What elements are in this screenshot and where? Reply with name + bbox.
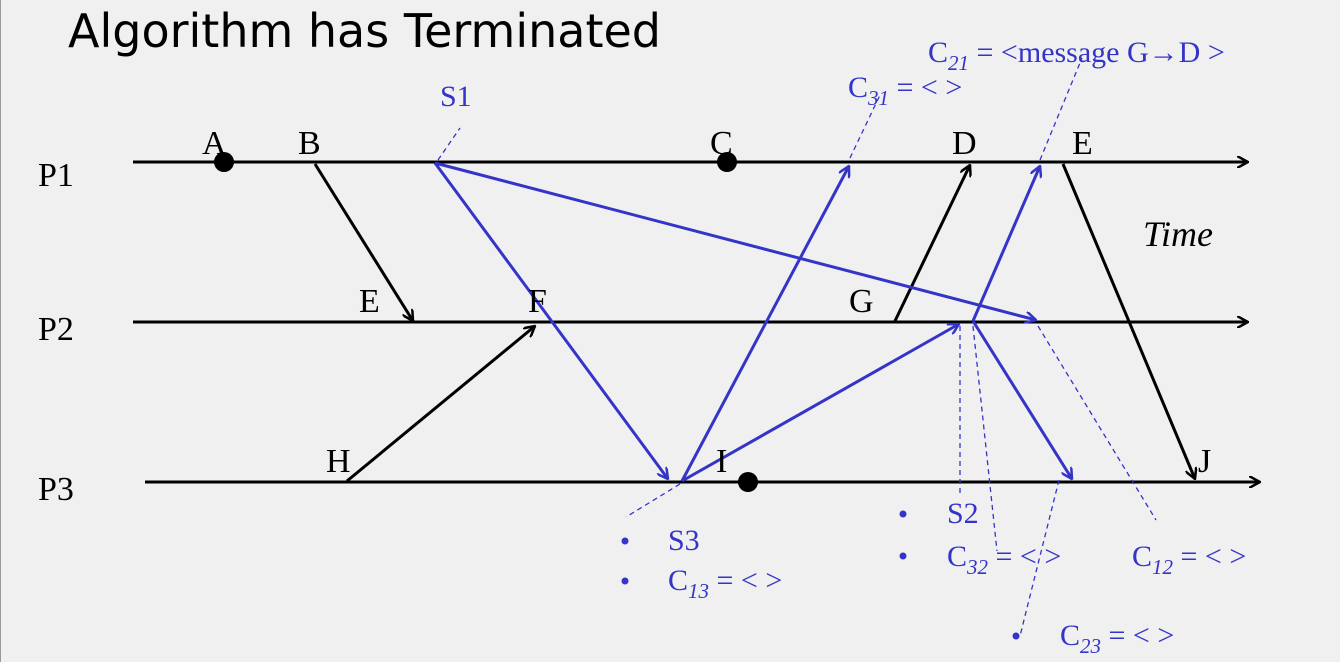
channel-state-c21: C21 = <message G→D > (928, 36, 1225, 75)
channel-state-c12: C12 = < > (1132, 540, 1246, 579)
slide-border (0, 0, 1, 662)
marker-s2-to-p1 (971, 166, 1040, 322)
time-axis-label: Time (1143, 214, 1213, 254)
event-label-e-p2: E (359, 283, 380, 320)
marker-s3-to-p1 (680, 166, 849, 482)
snapshot-label-s1: S1 (440, 80, 472, 113)
event-label-f: F (528, 283, 547, 320)
channel-state-c31: C31 = < > (848, 71, 962, 110)
message-b-to-e (313, 163, 413, 321)
leader-c21 (1039, 57, 1083, 161)
leader-s1 (437, 127, 461, 161)
message-g-to-d (893, 165, 970, 322)
event-dot-c (717, 152, 737, 172)
event-dot-i (738, 472, 758, 492)
event-label-d: D (952, 125, 977, 162)
leader-c31 (849, 94, 881, 159)
event-label-i: I (716, 443, 727, 480)
process-label-p2: P2 (38, 311, 74, 348)
event-label-e-p1: E (1072, 125, 1093, 162)
marker-s1-to-p2 (434, 161, 1036, 320)
channel-state-c13: C13 = < > (668, 564, 782, 603)
event-label-a: A (202, 125, 227, 162)
marker-s2-to-p3 (971, 320, 1072, 479)
marker-s3-to-p2 (681, 322, 959, 483)
event-label-b: B (298, 125, 321, 162)
snapshot-label-s3: S3 (668, 524, 700, 557)
slide-title: Algorithm has Terminated (68, 4, 661, 58)
process-label-p3: P3 (38, 471, 74, 508)
process-label-p1: P1 (38, 157, 74, 194)
bullet-c32 (899, 552, 907, 560)
snapshot-label-s2: S2 (947, 497, 979, 530)
event-label-h: H (326, 443, 351, 480)
channel-state-c32: C32 = < > (947, 540, 1061, 579)
event-dot-a (214, 152, 234, 172)
message-e-to-j (1061, 163, 1195, 479)
leader-c12 (1037, 325, 1157, 521)
marker-s1-to-p3 (433, 162, 668, 479)
event-label-g: G (849, 283, 874, 320)
leader-c32 (972, 325, 998, 552)
bullet-s3 (621, 537, 629, 545)
leader-s3 (625, 483, 681, 518)
bullet-c13 (621, 577, 629, 585)
message-h-to-f (346, 326, 535, 483)
bullet-c23 (1012, 632, 1020, 640)
event-label-c: C (710, 125, 733, 162)
event-label-j: J (1198, 443, 1211, 480)
channel-state-c23: C23 = < > (1060, 619, 1174, 658)
bullet-s2 (899, 510, 907, 518)
